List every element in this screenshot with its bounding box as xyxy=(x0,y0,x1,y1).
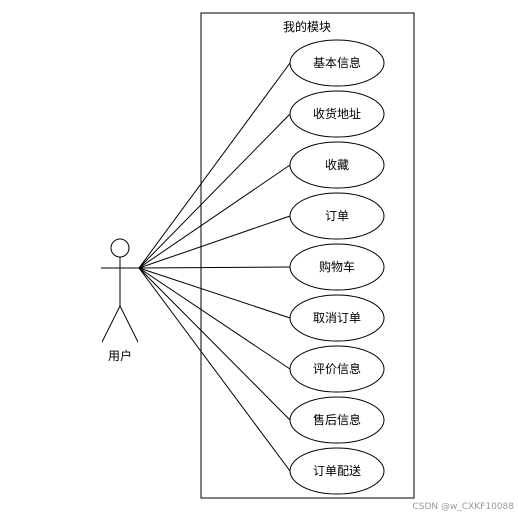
association-line xyxy=(138,215,291,269)
association-line xyxy=(138,267,291,319)
association-line xyxy=(138,266,291,269)
actor-user[interactable]: 用户 xyxy=(101,238,139,363)
use-case-ellipse xyxy=(289,39,385,87)
use-case-label: 订单配送 xyxy=(313,463,361,478)
association-lines xyxy=(138,62,291,472)
use-case-ellipse xyxy=(289,141,385,189)
use-case[interactable]: 订单 xyxy=(289,192,385,240)
use-case[interactable]: 购物车 xyxy=(289,243,385,291)
use-case-ellipse xyxy=(289,243,385,291)
use-case[interactable]: 订单配送 xyxy=(289,447,385,495)
association-line xyxy=(138,113,291,269)
use-case-label: 订单 xyxy=(325,209,349,223)
association-line xyxy=(138,267,291,370)
use-case-ellipse xyxy=(289,345,385,393)
use-case-label: 收藏 xyxy=(325,158,349,172)
use-case-label: 基本信息 xyxy=(313,55,361,70)
use-case[interactable]: 收货地址 xyxy=(289,90,385,138)
use-case-label: 取消订单 xyxy=(313,311,361,325)
association-line xyxy=(138,267,291,472)
use-case[interactable]: 收藏 xyxy=(289,141,385,189)
use-case-label: 售后信息 xyxy=(313,412,361,427)
use-case[interactable]: 取消订单 xyxy=(289,294,385,342)
association-line xyxy=(138,62,291,269)
use-case-ellipse xyxy=(289,90,385,138)
actor-head xyxy=(110,238,130,258)
use-case-ellipse xyxy=(289,447,385,495)
association-line xyxy=(138,164,291,269)
use-case-label: 评价信息 xyxy=(313,361,361,376)
association-line xyxy=(138,267,291,421)
use-case-ellipse xyxy=(289,192,385,240)
use-case-ellipse xyxy=(289,396,385,444)
use-case[interactable]: 评价信息 xyxy=(289,345,385,393)
system-title: 我的模块 xyxy=(283,19,331,34)
use-case[interactable]: 基本信息 xyxy=(289,39,385,87)
use-case[interactable]: 售后信息 xyxy=(289,396,385,444)
use-case-label: 收货地址 xyxy=(313,106,361,121)
use-case-label: 购物车 xyxy=(319,259,355,274)
actor-name: 用户 xyxy=(108,348,132,363)
use-case-ellipse xyxy=(289,294,385,342)
watermark: CSDN @w_CXKF10088 xyxy=(412,502,514,512)
actor-left-leg xyxy=(101,305,121,343)
actor-right-leg xyxy=(119,305,139,343)
